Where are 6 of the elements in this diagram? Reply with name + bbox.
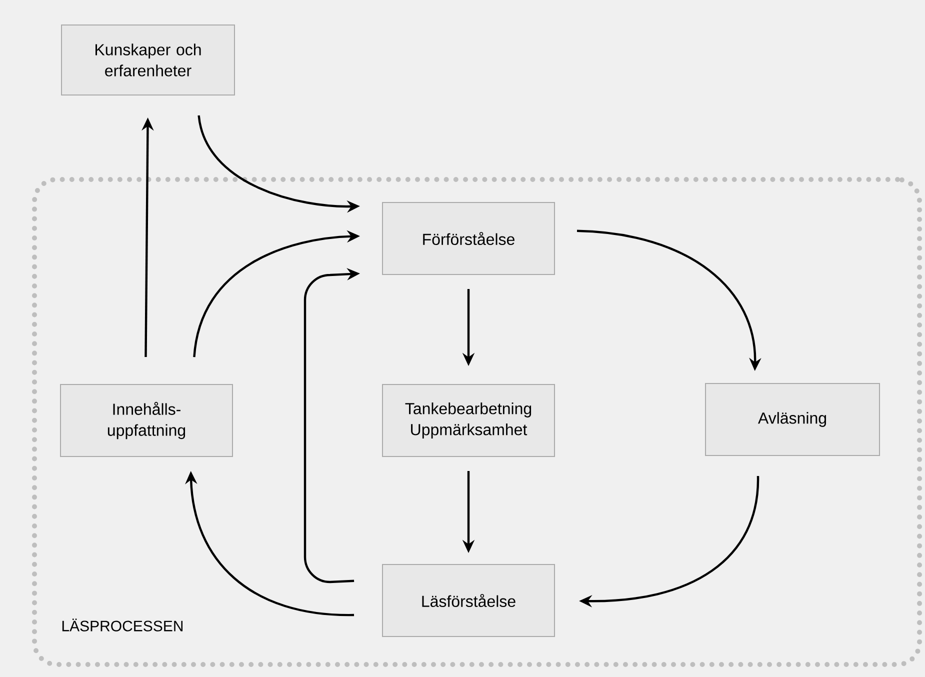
process-box: Kunskaper och erfarenheter: [61, 24, 235, 96]
process-box: Läsförståelse: [382, 564, 555, 637]
process-box: Innehålls- uppfattning: [60, 384, 233, 457]
process-box: Tankebearbetning Uppmärksamhet: [382, 384, 555, 457]
process-box: Förförståelse: [382, 202, 555, 275]
process-box: Avläsning: [705, 383, 880, 456]
